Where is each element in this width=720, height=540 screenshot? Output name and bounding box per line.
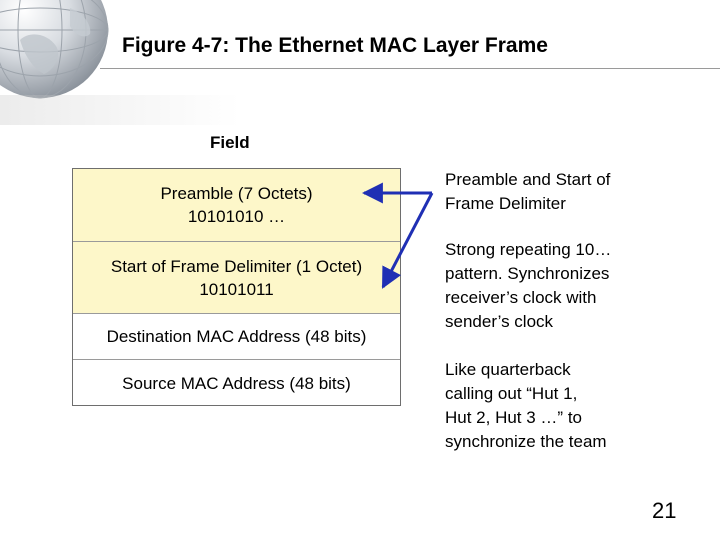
note-line: Preamble and Start of — [445, 170, 611, 189]
frame-row-start-delimiter: Start of Frame Delimiter (1 Octet) 10101… — [73, 241, 400, 313]
note-line: Frame Delimiter — [445, 194, 566, 213]
note-line: Hut 2, Hut 3 …” to — [445, 408, 582, 427]
frame-row-label: Source MAC Address (48 bits) — [122, 373, 351, 393]
frame-row-label: Preamble (7 Octets) — [160, 184, 313, 203]
note-line: receiver’s clock with — [445, 288, 597, 307]
frame-row-label: Destination MAC Address (48 bits) — [106, 327, 367, 346]
globe-logo — [0, 0, 109, 99]
page-number: 21 — [652, 498, 677, 523]
note-preamble: Preamble and Start of Frame Delimiter — [445, 168, 715, 216]
note-synchronization: Strong repeating 10… pattern. Synchroniz… — [445, 238, 715, 334]
note-line: Strong repeating 10… — [445, 240, 612, 259]
note-line: calling out “Hut 1, — [445, 384, 578, 403]
slide-title: Figure 4-7: The Ethernet MAC Layer Frame — [122, 34, 548, 57]
mac-frame-table: Preamble (7 Octets) 10101010 … Start of … — [72, 168, 401, 406]
decorative-band — [0, 95, 240, 125]
note-line: pattern. Synchronizes — [445, 264, 610, 283]
frame-row-label: Start of Frame Delimiter (1 Octet) — [110, 256, 363, 276]
frame-row-source-address: Source MAC Address (48 bits) — [73, 359, 400, 406]
title-divider — [100, 68, 720, 69]
frame-row-preamble: Preamble (7 Octets) 10101010 … — [73, 169, 400, 241]
frame-row-bits: 10101011 — [199, 279, 274, 299]
note-analogy: Like quarterback calling out “Hut 1, Hut… — [445, 358, 715, 454]
note-line: synchronize the team — [445, 432, 607, 451]
frame-row-destination-address: Destination MAC Address (48 bits) — [73, 313, 400, 359]
note-line: sender’s clock — [445, 312, 554, 331]
field-heading: Field — [210, 133, 250, 152]
frame-row-bits: 10101010 … — [187, 207, 286, 226]
note-line: Like quarterback — [445, 360, 571, 379]
